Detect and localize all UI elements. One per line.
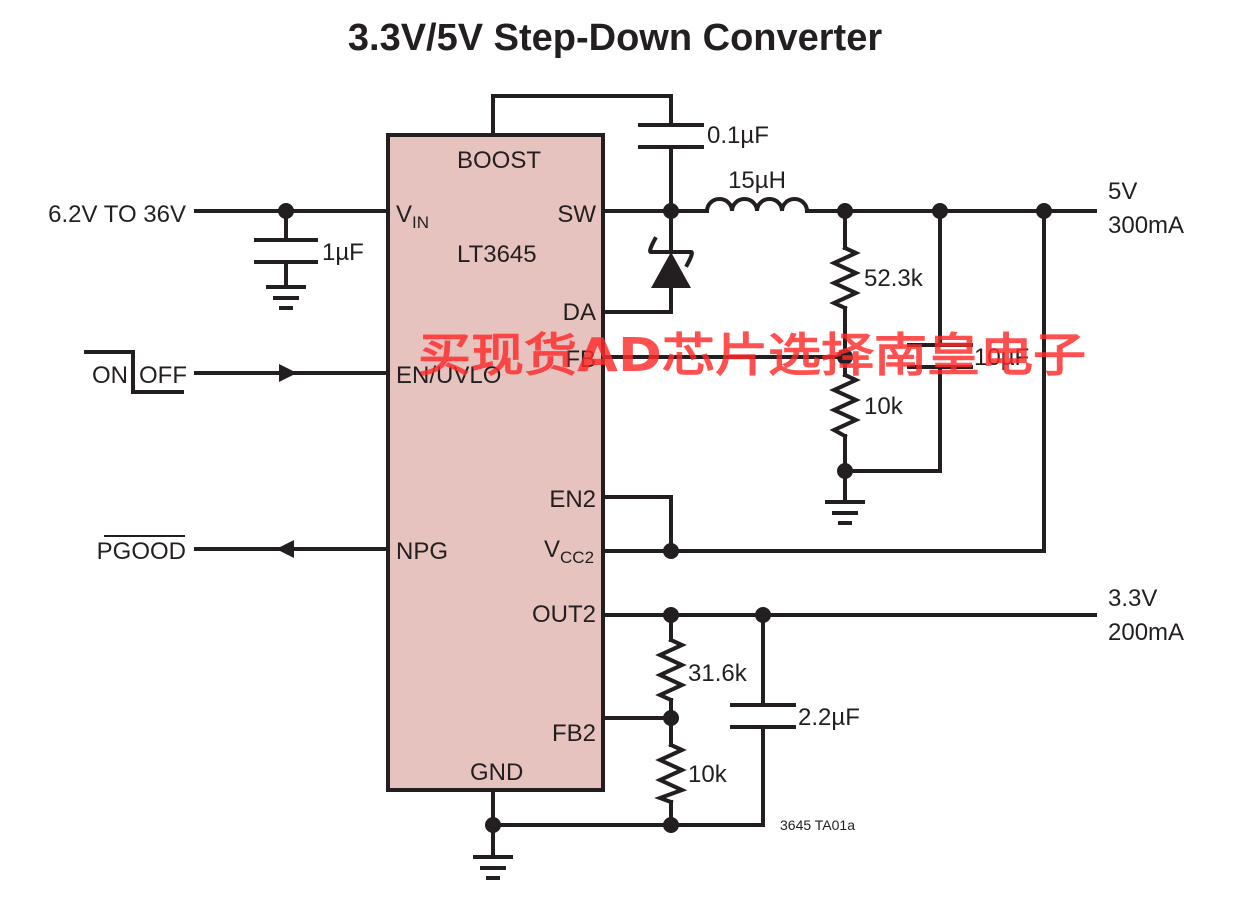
output-5v-voltage: 5V bbox=[1108, 178, 1137, 205]
arrow-right-icon bbox=[279, 364, 297, 382]
pin-sw-label: SW bbox=[557, 201, 596, 228]
pin-fb-label: FB bbox=[565, 346, 596, 373]
wires bbox=[194, 94, 1097, 857]
on-label: ON bbox=[92, 362, 128, 389]
capacitor-5v-output bbox=[907, 343, 973, 369]
capacitor-3v3-output-label: 2.2µF bbox=[798, 704, 860, 731]
off-label: OFF bbox=[139, 362, 187, 389]
capacitor-input-label: 1µF bbox=[322, 239, 364, 266]
capacitor-3v3-output bbox=[730, 703, 796, 729]
ic-body bbox=[386, 133, 605, 792]
ground-5v-divider-icon bbox=[825, 500, 865, 525]
pin-vin-label: VIN bbox=[396, 201, 429, 232]
output-5v-current: 300mA bbox=[1108, 212, 1184, 239]
pin-fb2-label: FB2 bbox=[552, 720, 596, 747]
capacitor-input bbox=[254, 238, 318, 264]
resistor-5v-bottom-label: 10k bbox=[864, 393, 904, 420]
resistor-3v3-bottom bbox=[654, 742, 688, 805]
pin-vcc2-label: VCC2 bbox=[544, 536, 594, 567]
capacitor-boost-label: 0.1µF bbox=[707, 122, 769, 149]
junction-dots bbox=[278, 203, 1052, 833]
diagram-title: 3.3V/5V Step-Down Converter bbox=[348, 17, 882, 59]
pin-npg-label: NPG bbox=[396, 538, 448, 565]
pin-gnd-label: GND bbox=[470, 759, 523, 786]
figure-id: 3645 TA01a bbox=[780, 817, 855, 833]
capacitor-boost bbox=[638, 123, 704, 149]
schottky-diode-icon bbox=[648, 236, 694, 288]
pgood-label: PGOOD bbox=[97, 538, 186, 565]
capacitor-5v-output-label: 10µF bbox=[974, 344, 1029, 371]
input-voltage-label: 6.2V TO 36V bbox=[48, 201, 186, 228]
pin-da-label: DA bbox=[563, 299, 596, 326]
resistor-3v3-top bbox=[655, 637, 687, 703]
output-3v3-voltage: 3.3V bbox=[1108, 585, 1157, 612]
inductor bbox=[704, 197, 810, 214]
resistor-3v3-top-label: 31.6k bbox=[688, 660, 748, 687]
arrow-left-icon bbox=[276, 540, 294, 558]
pin-out2-label: OUT2 bbox=[532, 601, 596, 628]
ground-ic-icon bbox=[473, 855, 513, 880]
pin-en-uvlo-label: EN/UVLO bbox=[396, 362, 501, 389]
pin-en2-label: EN2 bbox=[549, 486, 596, 513]
ic-part-label: LT3645 bbox=[457, 241, 537, 268]
ground-input-icon bbox=[266, 285, 306, 310]
resistor-5v-top-label: 52.3k bbox=[864, 265, 924, 292]
resistor-5v-top bbox=[829, 245, 861, 311]
watermark: 买现货AD芯片选择南皇电子 bbox=[418, 328, 1086, 382]
pin-boost-label: BOOST bbox=[457, 147, 541, 174]
inductor-label: 15µH bbox=[728, 167, 786, 194]
resistor-3v3-bottom-label: 10k bbox=[688, 761, 728, 788]
on-off-step-icon bbox=[84, 350, 184, 394]
output-3v3-current: 200mA bbox=[1108, 619, 1184, 646]
resistor-5v-bottom bbox=[829, 372, 861, 439]
